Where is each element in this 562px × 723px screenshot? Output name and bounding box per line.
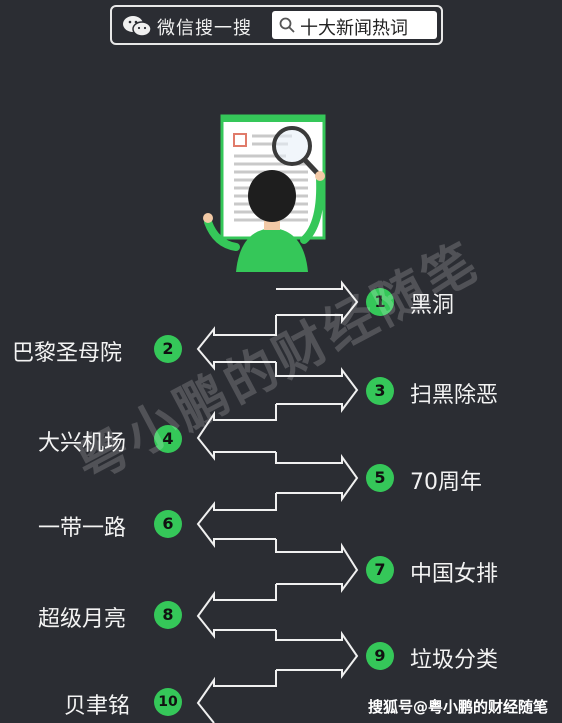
footer-credit: 搜狐号@粤小鹏的财经随笔 xyxy=(367,698,548,716)
item-label-8: 超级月亮 xyxy=(38,607,127,632)
badge-9: 9 xyxy=(366,642,394,670)
arrow-10 xyxy=(196,670,277,723)
arrow-4 xyxy=(196,404,277,461)
search-icon xyxy=(279,17,295,33)
search-query: 十大新闻热词 xyxy=(300,18,408,39)
search-bar: 微信搜一搜 十大新闻热词 xyxy=(110,5,443,45)
item-label-7: 中国女排 xyxy=(410,562,499,587)
search-input[interactable]: 十大新闻热词 xyxy=(272,11,437,39)
badge-8: 8 xyxy=(154,601,182,629)
badge-3: 3 xyxy=(366,377,394,405)
item-label-2: 巴黎圣母院 xyxy=(12,341,123,366)
wechat-icon xyxy=(123,16,152,37)
badge-1: 1 xyxy=(366,288,394,316)
arrow-9 xyxy=(275,630,359,679)
item-label-3: 扫黑除恶 xyxy=(410,383,499,408)
badge-5: 5 xyxy=(366,464,394,492)
arrow-5 xyxy=(275,452,359,503)
arrow-8 xyxy=(196,584,277,639)
arrow-3 xyxy=(275,362,359,413)
item-label-4: 大兴机场 xyxy=(38,431,127,456)
badge-4: 4 xyxy=(154,425,182,453)
item-label-9: 垃圾分类 xyxy=(410,648,499,673)
item-label-10: 贝聿铭 xyxy=(64,694,131,719)
item-label-6: 一带一路 xyxy=(38,516,127,541)
arrow-6 xyxy=(196,493,277,548)
person-with-magnifier-illustration xyxy=(203,114,326,272)
search-app-label: 微信搜一搜 xyxy=(157,18,252,39)
badge-10: 10 xyxy=(154,688,182,716)
arrow-1 xyxy=(276,280,359,324)
badge-7: 7 xyxy=(366,556,394,584)
item-label-5: 70周年 xyxy=(410,470,482,495)
badge-6: 6 xyxy=(154,510,182,538)
arrow-7 xyxy=(275,539,359,593)
badge-2: 2 xyxy=(154,335,182,363)
arrow-2 xyxy=(196,315,277,371)
item-label-1: 黑洞 xyxy=(410,293,455,318)
